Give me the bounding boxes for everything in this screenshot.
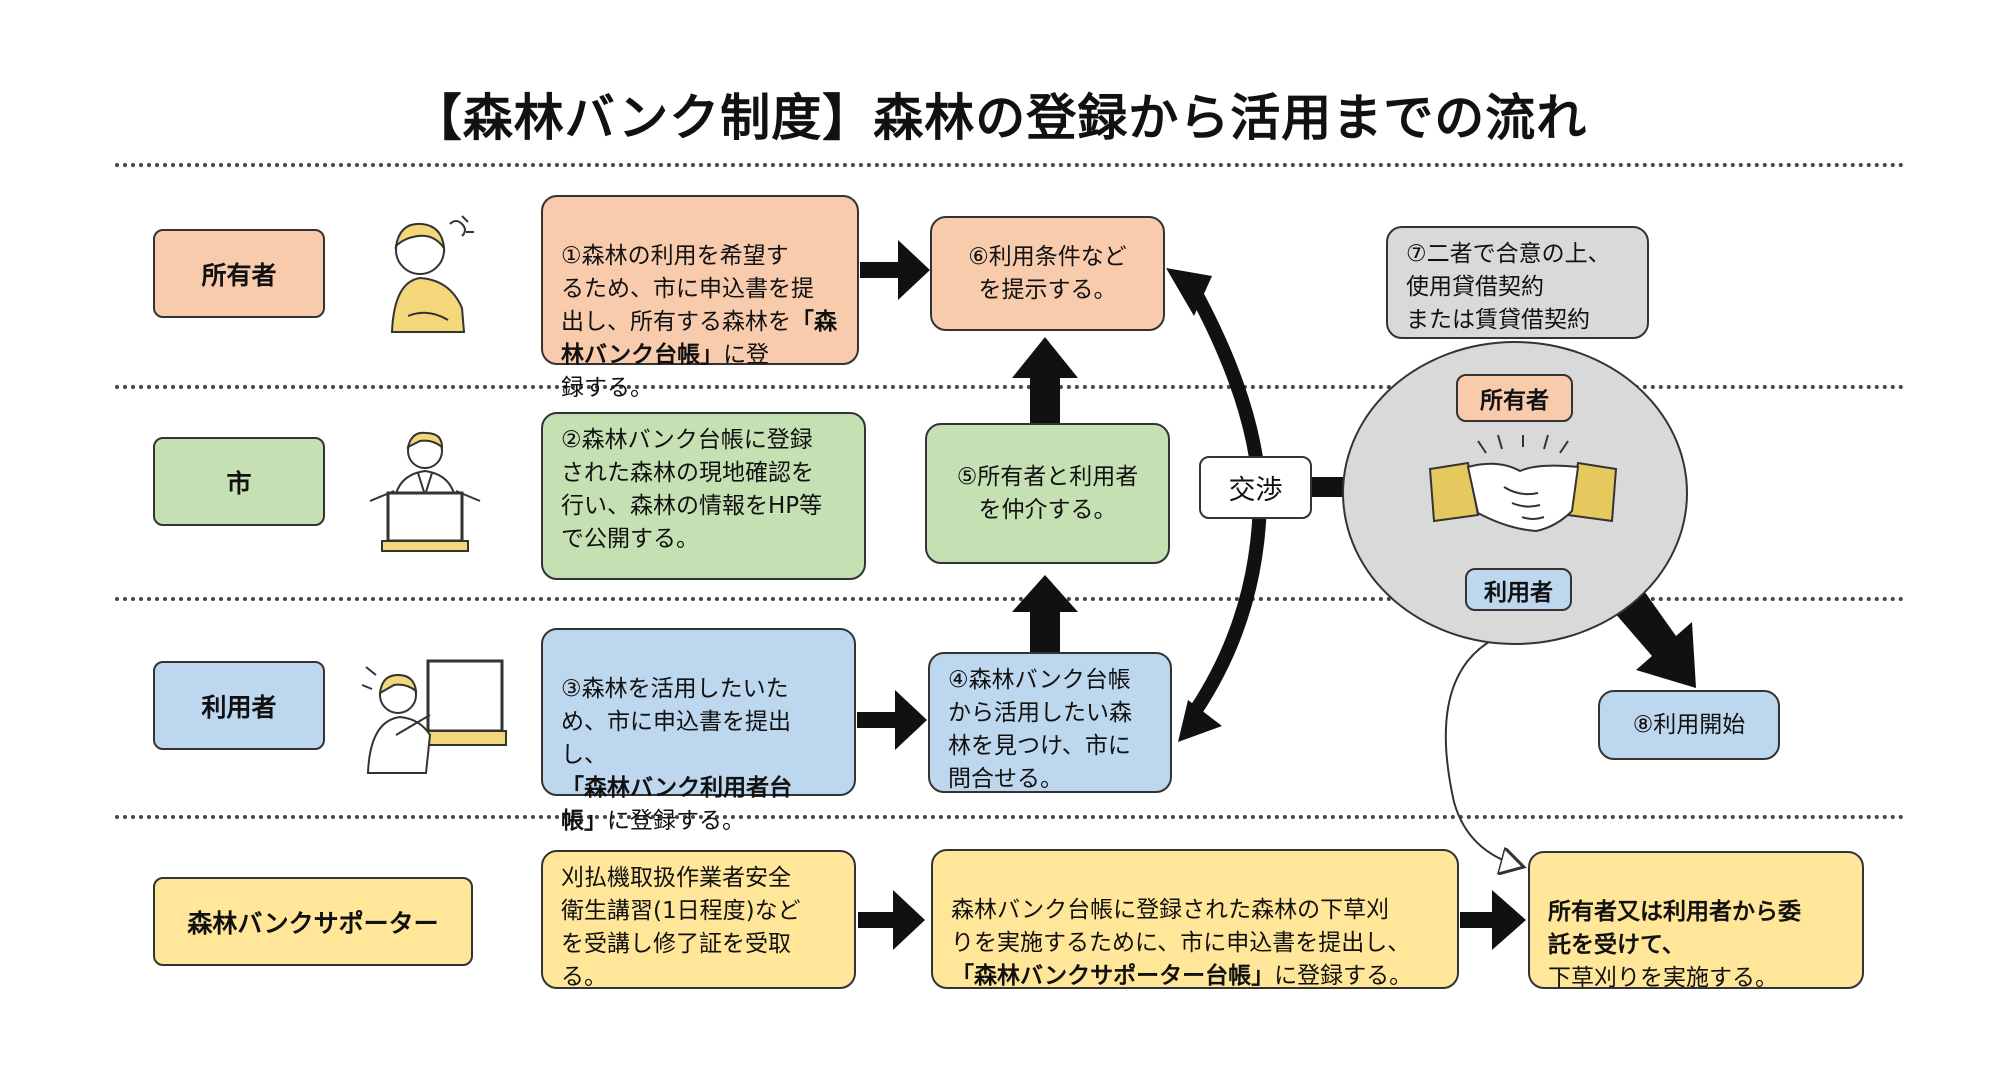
supporter-step-c-box: 所有者又は利用者から委 託を受けて、 下草刈りを実施する。	[1528, 851, 1864, 991]
divider-top	[115, 163, 1905, 167]
step-3-box: ③森林を活用したいた め、市に申込書を提出し、 「森林バンク利用者台 帳」に登録…	[541, 628, 856, 834]
step-7-box: ⑦二者で合意の上、 使用貸借契約 または賃貸借契約	[1386, 226, 1649, 339]
step-5-box: ⑤所有者と利用者 を仲介する。	[925, 423, 1170, 564]
owner-person-icon	[390, 215, 474, 333]
supporter-step-c-bold: 所有者又は利用者から委 託を受けて、	[1548, 899, 1801, 958]
step-1-bold: 「森林バンク台帳」	[561, 309, 837, 368]
step-1-tail: に登 録する。	[561, 342, 770, 401]
supporter-step-b-tail: に登録する。	[1274, 963, 1413, 989]
step-3-text: ③森林を活用したいた め、市に申込書を提出し、	[561, 676, 791, 768]
divider-owner-city	[115, 385, 1905, 389]
step-6-box: ⑥利用条件など を提示する。	[930, 216, 1165, 331]
supporter-step-a-box: 刈払機取扱作業者安全 衛生講習(1日程度)など を受講し修了証を受取る。	[541, 850, 856, 990]
supporter-step-b-bold: 「森林バンクサポーター台帳」	[951, 963, 1275, 989]
role-supporter: 森林バンクサポーター	[153, 877, 473, 966]
divider-city-user	[115, 597, 1905, 601]
role-city: 市	[153, 437, 325, 526]
step-1-box: ①森林の利用を希望す るため、市に申込書を提 出し、所有する森林を「森林バンク台…	[541, 195, 859, 401]
role-owner: 所有者	[153, 229, 325, 318]
supporter-step-b-box: 森林バンク台帳に登録された森林の下草刈 りを実施するために、市に申込書を提出し、…	[931, 849, 1459, 989]
supporter-step-b-text: 森林バンク台帳に登録された森林の下草刈 りを実施するために、市に申込書を提出し、	[951, 897, 1411, 956]
divider-user-supporter	[115, 815, 1905, 819]
role-user: 利用者	[153, 661, 325, 750]
negotiation-label: 交渉	[1199, 456, 1312, 519]
handshake-icon	[1428, 435, 1618, 533]
step-3-bold: 「森林バンク利用者台 帳」	[561, 775, 793, 834]
circle-owner-label: 所有者	[1456, 374, 1573, 422]
supporter-step-c-text: 下草刈りを実施する。	[1548, 965, 1778, 991]
city-staff-laptop-icon	[369, 431, 481, 552]
step-4-box: ④森林バンク台帳 から活用したい森 林を見つけ、市に 問合せる。	[928, 652, 1172, 793]
user-laptop-icon	[361, 659, 507, 774]
step-1-text: ①森林の利用を希望す るため、市に申込書を提 出し、所有する森林を	[561, 243, 814, 335]
page-title: 【森林バンク制度】森林の登録から活用までの流れ	[411, 89, 1588, 147]
step-2-box: ②森林バンク台帳に登録 された森林の現地確認を 行い、森林の情報をHP等 で公開…	[541, 412, 866, 580]
circle-user-label: 利用者	[1465, 568, 1572, 611]
step-3-tail: に登録する。	[607, 808, 745, 834]
step-8-box: ⑧利用開始	[1598, 690, 1780, 760]
